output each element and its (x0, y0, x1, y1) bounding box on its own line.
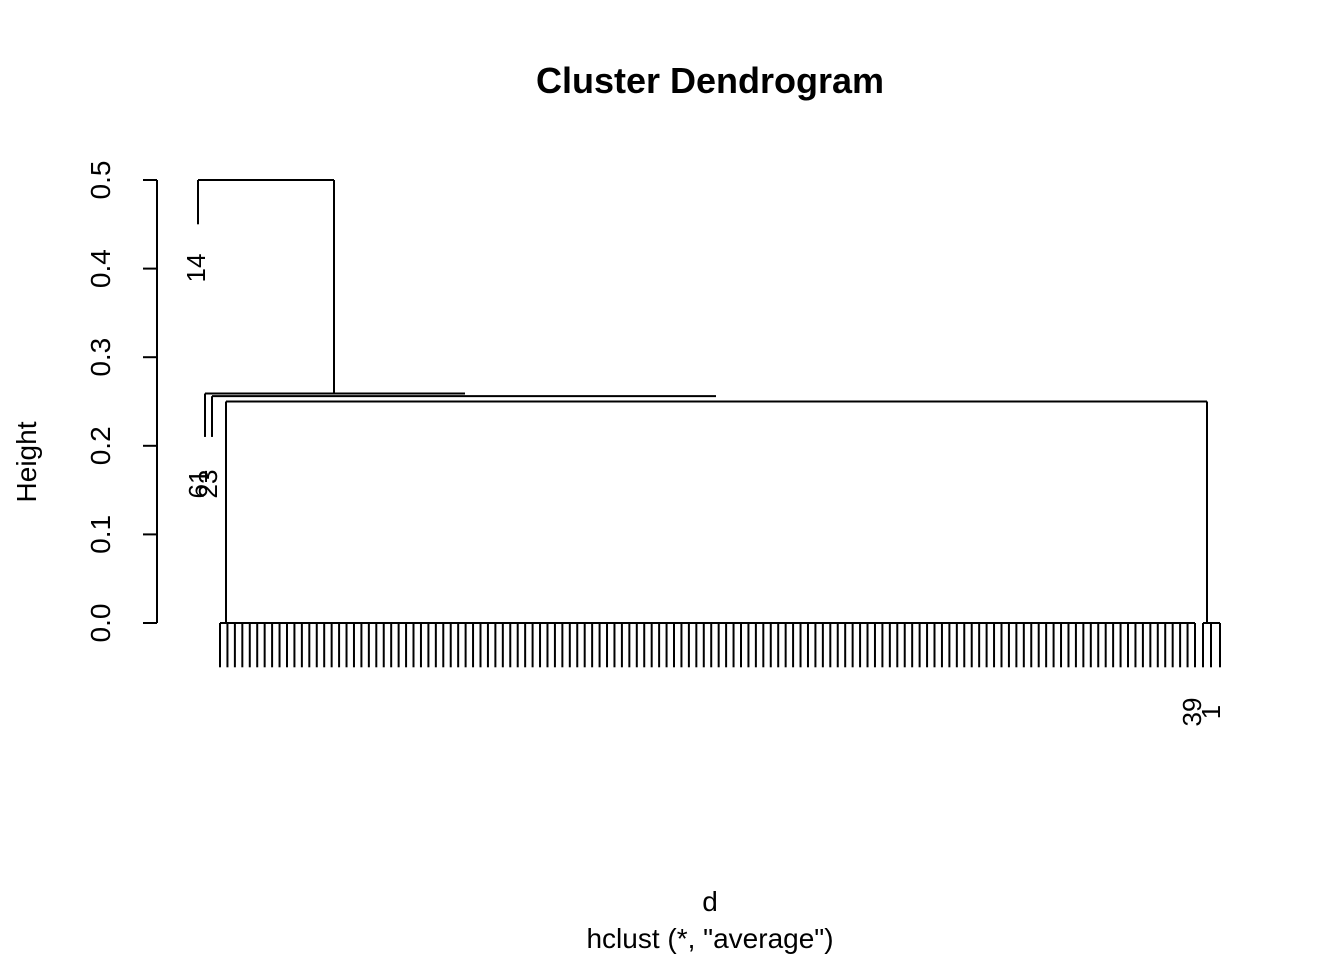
leaf-label-39: 39 (1177, 698, 1207, 727)
y-tick-label-5: 0.5 (85, 161, 116, 200)
y-tick-label-2: 0.2 (85, 426, 116, 465)
leaf-label-23: 23 (193, 470, 223, 499)
chart-title: Cluster Dendrogram (536, 60, 884, 101)
y-tick-label-3: 0.3 (85, 338, 116, 377)
leaf-label-14: 14 (181, 254, 211, 283)
y-tick-label-4: 0.4 (85, 249, 116, 288)
y-axis: 0.0 0.1 0.2 0.3 0.4 0.5 (85, 161, 158, 643)
y-axis-label: Height (11, 421, 42, 502)
y-tick-label-1: 0.1 (85, 515, 116, 554)
y-tick-label-0: 0.0 (85, 604, 116, 643)
dendrogram-tree (197, 179, 1221, 668)
leaf-label-1: 1 (1196, 705, 1226, 719)
leaf-label-61: 61 (183, 470, 213, 499)
method-subtitle: hclust (*, "average") (586, 923, 833, 954)
x-axis-label: d (702, 886, 718, 917)
